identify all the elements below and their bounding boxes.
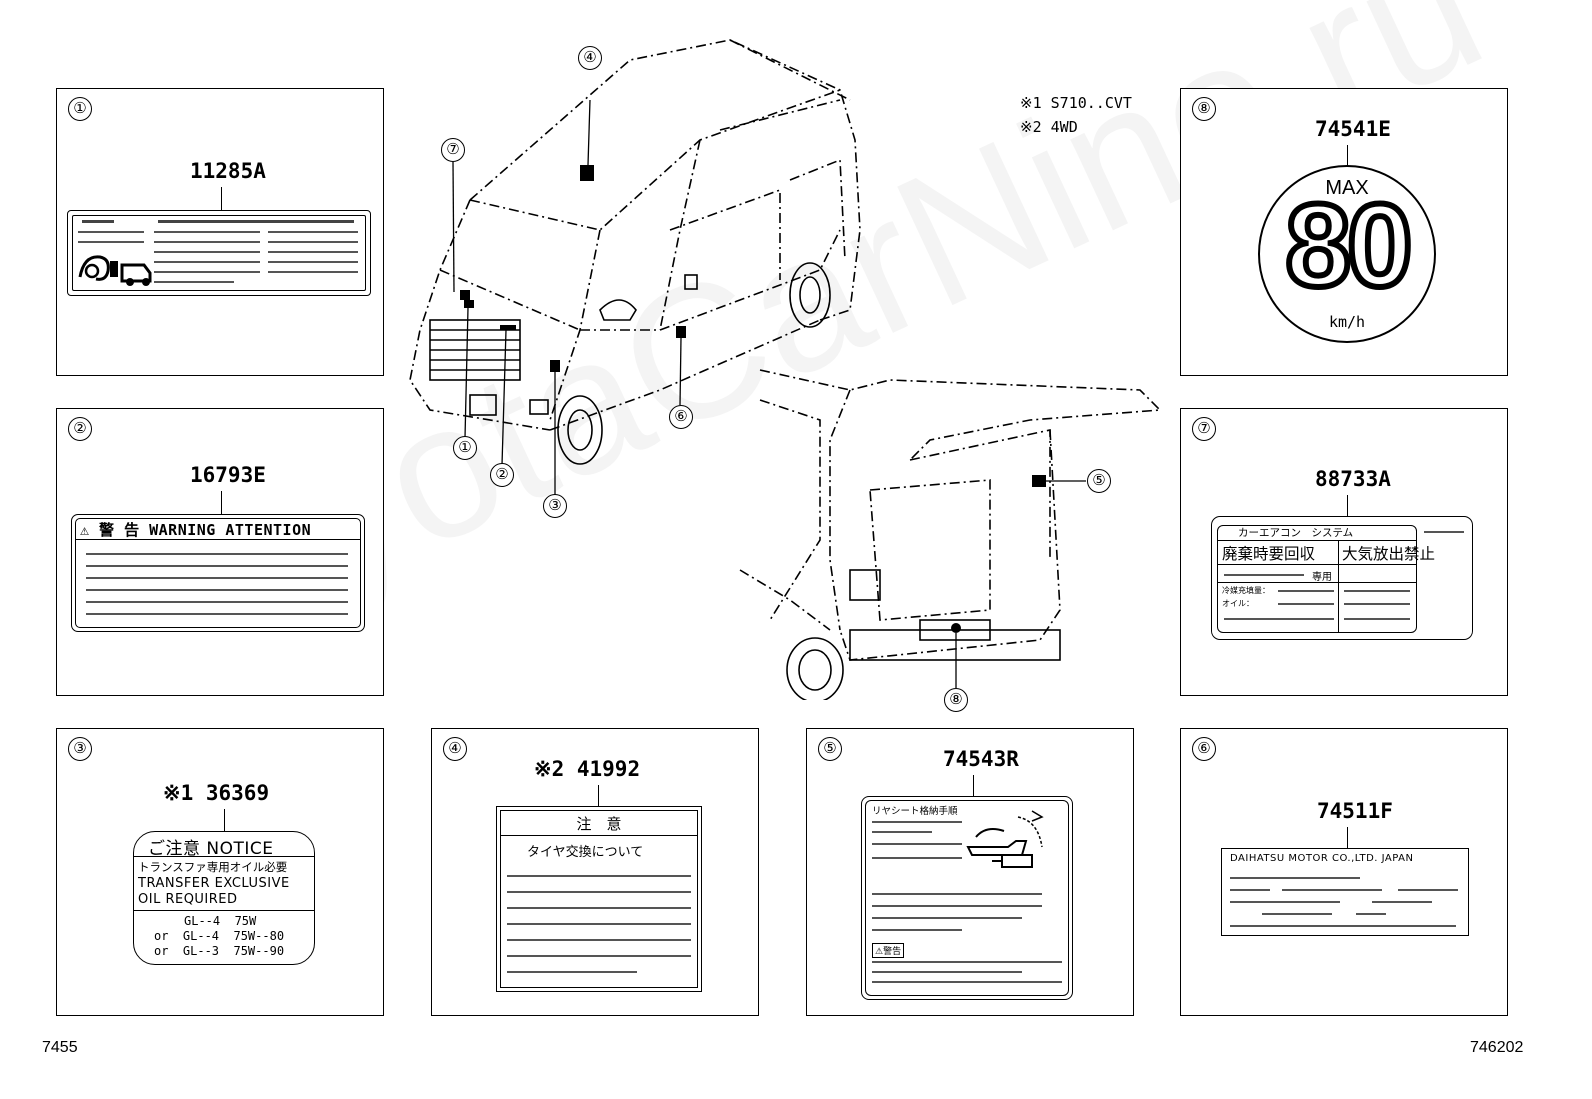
- callout-4: ④: [578, 46, 602, 70]
- label-88733A: カーエアコン システム 廃棄時要回収 大気放出禁止 専用 冷媒充填量： オイル：: [1211, 516, 1473, 640]
- panel-number: ⑦: [1192, 417, 1216, 441]
- panel-number: ③: [68, 737, 92, 761]
- panel-number: ①: [68, 97, 92, 121]
- part-number: 74543R: [943, 747, 1019, 771]
- label-cell-5: オイル：: [1222, 599, 1254, 608]
- label-line-5: or GL--4 75W--80: [154, 929, 285, 943]
- panel-3: ③ ※1 36369 ご注意 NOTICE トランスファ専用オイル必要 TRAN…: [56, 728, 384, 1016]
- label-16793E: ⚠ 警 告 WARNING ATTENTION: [71, 514, 365, 632]
- vehicle-front-view: [409, 39, 861, 495]
- speed-unit: km/h: [1328, 313, 1366, 331]
- part-number: 16793E: [190, 463, 266, 487]
- panel-number: ②: [68, 417, 92, 441]
- label-line-6: or GL--3 75W--90: [154, 944, 285, 958]
- part-number: 11285A: [190, 159, 266, 183]
- label-74541E: MAX 80 km/h: [1258, 165, 1436, 343]
- leader-line: [598, 785, 599, 807]
- part-number: 74541E: [1315, 117, 1391, 141]
- callout-7: ⑦: [441, 138, 465, 162]
- callout-6: ⑥: [669, 405, 693, 429]
- label-cell-3: 専用: [1312, 572, 1332, 583]
- callout-3: ③: [543, 494, 567, 518]
- label-heading: 注 意: [576, 815, 622, 833]
- label-tab: カーエアコン システム: [1238, 527, 1354, 539]
- note-line-1: ※1 S710..CVT: [1020, 94, 1132, 112]
- panel-7: ⑦ 88733A カーエアコン システム 廃棄時要回収 大気放出禁止 専用 冷媒…: [1180, 408, 1508, 696]
- panel-6: ⑥ 74511F DAIHATSU MOTOR CO.,LTD. JAPAN: [1180, 728, 1508, 1016]
- panel-number: ⑧: [1192, 97, 1216, 121]
- part-number: ※1 36369: [163, 781, 270, 805]
- label-heading: DAIHATSU MOTOR CO.,LTD. JAPAN: [1230, 853, 1414, 864]
- panel-8: ⑧ 74541E MAX 80 km/h: [1180, 88, 1508, 376]
- leader-line: [224, 809, 225, 831]
- callout-8: ⑧: [944, 688, 968, 712]
- part-number: 74511F: [1317, 799, 1393, 823]
- seat-diagram-icon: [966, 810, 1044, 868]
- part-number: 88733A: [1315, 467, 1391, 491]
- callout-1: ①: [453, 436, 477, 460]
- label-11285A: [67, 210, 371, 296]
- label-line-3: OIL REQUIRED: [138, 892, 238, 907]
- label-74543R: リヤシート格納手順 ⚠警告: [861, 796, 1073, 1000]
- warning-label: ⚠警告: [872, 943, 905, 958]
- footer-right: 746202: [1470, 1039, 1524, 1056]
- label-74511F: DAIHATSU MOTOR CO.,LTD. JAPAN: [1221, 848, 1469, 936]
- label-cell-2: 大気放出禁止: [1342, 545, 1436, 563]
- vehicle-rear-view: [739, 369, 1162, 700]
- leader-line: [1347, 827, 1348, 849]
- label-line-2: TRANSFER EXCLUSIVE: [138, 876, 290, 891]
- callout-5: ⑤: [1087, 469, 1111, 493]
- panel-2: ② 16793E ⚠ 警 告 WARNING ATTENTION: [56, 408, 384, 696]
- panel-number: ⑤: [818, 737, 842, 761]
- callout-2: ②: [490, 463, 514, 487]
- panel-4: ④ ※2 41992 注 意 タイヤ交換について: [431, 728, 759, 1016]
- label-subheading: タイヤ交換について: [527, 845, 644, 860]
- label-41992: 注 意 タイヤ交換について: [496, 806, 702, 992]
- label-heading: リヤシート格納手順: [872, 806, 958, 817]
- panel-5: ⑤ 74543R リヤシート格納手順 ⚠警告: [806, 728, 1134, 1016]
- label-cell-1: 廃棄時要回収: [1222, 545, 1316, 563]
- label-36369: ご注意 NOTICE トランスファ専用オイル必要 TRANSFER EXCLUS…: [133, 831, 315, 965]
- label-line-4: GL--4 75W: [184, 914, 257, 928]
- leader-line: [1347, 495, 1348, 517]
- leader-line: [221, 491, 222, 515]
- engine-pictogram-icon: [78, 255, 152, 286]
- part-number: ※2 41992: [534, 757, 641, 781]
- label-cell-4: 冷媒充填量：: [1222, 586, 1270, 595]
- speed-value: 80: [1282, 178, 1415, 314]
- label-heading: ご注意 NOTICE: [148, 839, 274, 859]
- leader-line: [973, 775, 974, 797]
- label-heading: ⚠ 警 告 WARNING ATTENTION: [80, 521, 312, 539]
- label-line-1: トランスファ専用オイル必要: [138, 860, 288, 874]
- footer-left: 7455: [42, 1039, 78, 1056]
- leader-line: [221, 187, 222, 211]
- panel-number: ⑥: [1192, 737, 1216, 761]
- panel-number: ④: [443, 737, 467, 761]
- panel-1: ① 11285A: [56, 88, 384, 376]
- leader-line: [1347, 145, 1348, 167]
- max-text: MAX: [1325, 177, 1369, 199]
- note-line-2: ※2 4WD: [1020, 118, 1078, 136]
